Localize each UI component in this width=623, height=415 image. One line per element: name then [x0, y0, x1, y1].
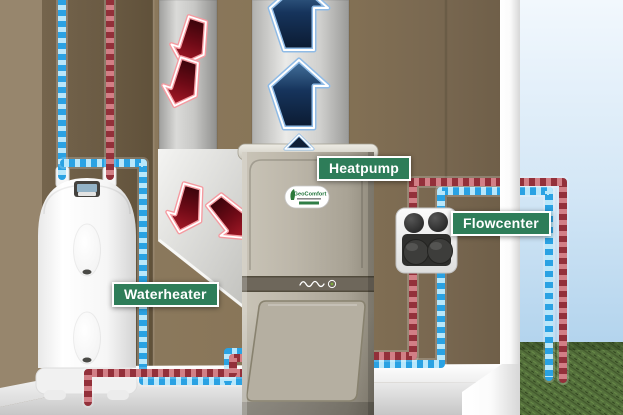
- label-heatpump: Heatpump: [317, 156, 412, 181]
- pump-highlight: [430, 242, 442, 250]
- grass-ground: [519, 342, 623, 415]
- tank-foot: [107, 390, 129, 400]
- heat-pump-unit: GeoComfort: [237, 133, 379, 415]
- cabinet-left-highlight: [242, 152, 247, 415]
- hot-water-pipes: [82, 0, 569, 408]
- ground-loop-return-pipe: [362, 185, 555, 383]
- tank-upper-panel-knob: [82, 269, 92, 275]
- label-waterheater: Waterheater: [112, 282, 219, 307]
- cabinet-band-edge-bottom: [242, 290, 374, 292]
- vent-cap-base: [78, 192, 96, 196]
- wall-edge-baseboard: [462, 364, 520, 415]
- left-side-wall: [0, 0, 42, 415]
- warm-air-arrows: [161, 14, 250, 241]
- leaf-icon: [290, 189, 295, 200]
- label-flowcenter: Flowcenter: [451, 211, 551, 236]
- wall-cut-edge: [500, 0, 520, 415]
- flow-center-knob: [404, 213, 424, 233]
- geocomfort-sticker-text: GeoComfort: [294, 192, 327, 198]
- tank-upper-panel: [73, 223, 101, 277]
- cool-air-up-arrow-icon: [267, 57, 331, 131]
- tank-lower-panel: [73, 311, 101, 365]
- cool-air-up-arrow-icon: [267, 0, 331, 53]
- flow-center-unit: [395, 207, 458, 274]
- cabinet-bottom-shadow: [242, 402, 374, 415]
- flow-center-knob: [428, 212, 448, 232]
- cool-air-arrows: [267, 0, 331, 131]
- vent-cap-window: [77, 184, 97, 192]
- cabinet-lower-panel: [246, 300, 366, 402]
- grass-edge-shade: [519, 342, 623, 350]
- warm-air-down-arrow-icon: [169, 14, 209, 68]
- geocomfort-sticker: GeoComfort: [284, 185, 330, 209]
- chute-edge-highlight: [158, 238, 251, 314]
- flow-center-pump: [427, 238, 453, 264]
- band-script-logo: [299, 279, 337, 289]
- warm-air-down-arrow-icon: [161, 55, 201, 109]
- cold-water-pipes: [56, 0, 555, 387]
- cabinet-right-shade: [368, 152, 374, 415]
- tank-foot: [44, 390, 66, 400]
- hot-pipe-heatpump-stub: [229, 354, 250, 377]
- flow-center-pump: [403, 239, 429, 265]
- warm-air-down-arrow-icon: [165, 181, 204, 235]
- cabinet-band-edge-top: [242, 276, 374, 278]
- ground-loop-supply-pipe: [362, 176, 569, 385]
- cabinet-band: [242, 276, 374, 292]
- tank-lower-panel-knob: [82, 357, 92, 363]
- cold-pipe-to-heatpump: [58, 157, 252, 387]
- hot-pipe-to-heatpump: [82, 367, 252, 408]
- cool-air-arrow-tip-icon: [283, 133, 315, 151]
- pump-highlight: [406, 243, 418, 251]
